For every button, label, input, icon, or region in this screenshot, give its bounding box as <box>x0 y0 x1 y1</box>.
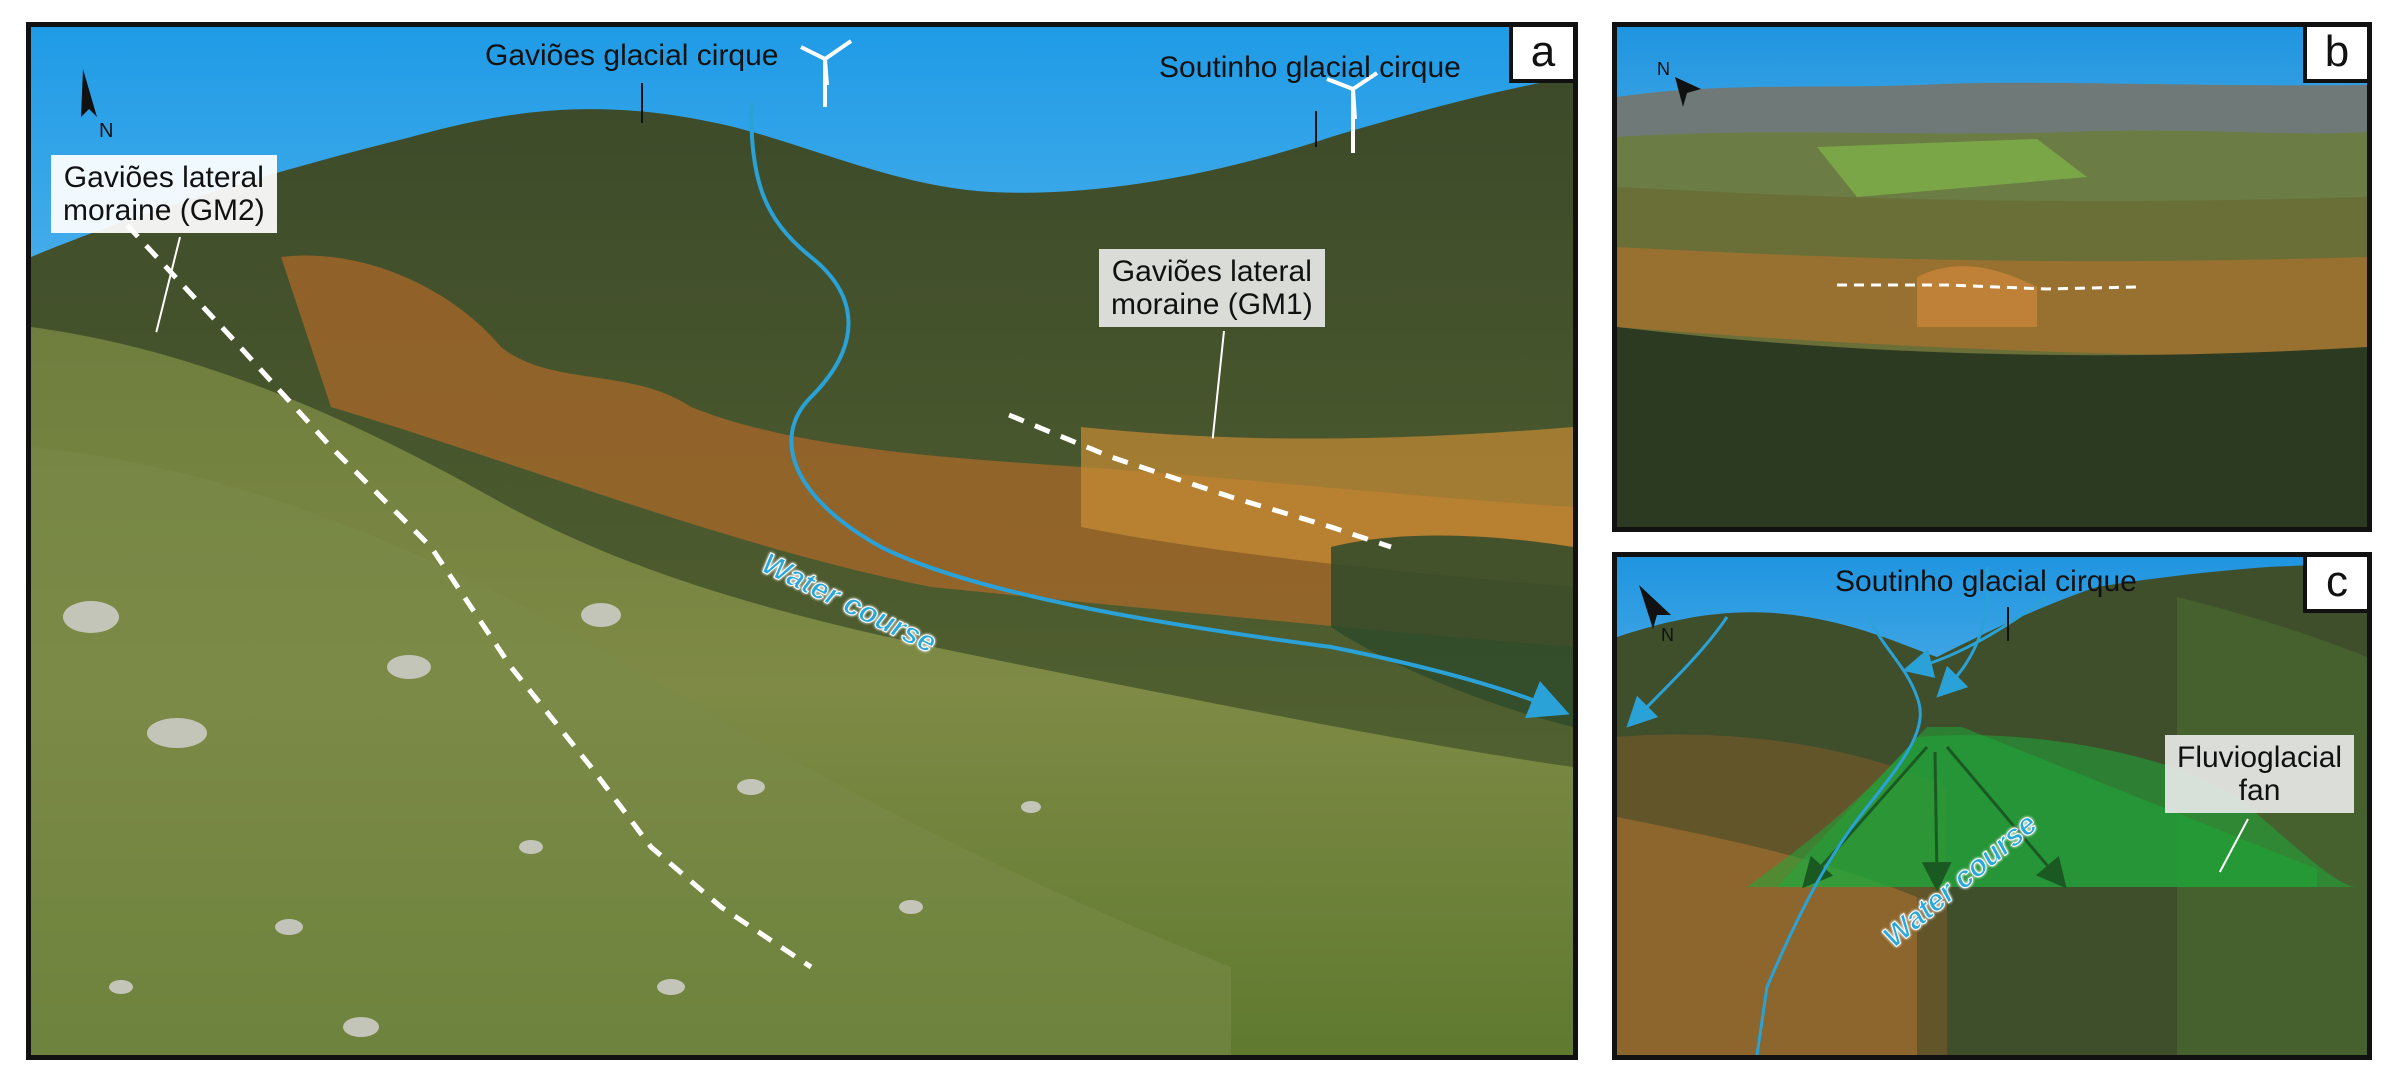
panel-letter: a <box>1509 27 1573 83</box>
gm2-label: Gaviões lateral moraine (GM2) <box>51 155 277 233</box>
wind-turbine-icon <box>800 39 853 107</box>
soutinho-cirque-leader <box>2007 607 2009 641</box>
gavioes-cirque-leader <box>641 83 643 123</box>
gm1-moraine-line <box>1008 412 1392 550</box>
gavioes-cirque-label: Gaviões glacial cirque <box>485 39 779 72</box>
gm1-label: Gaviões lateral moraine (GM1) <box>1099 249 1325 327</box>
soutinho-cirque-leader <box>1315 111 1317 147</box>
panel-a-landscape <box>31 27 1573 1055</box>
north-arrow-icon: N <box>1657 59 1701 107</box>
panel-a-photo: a N Gaviões glacial cirque Soutinho glac… <box>26 22 1578 1060</box>
svg-text:N: N <box>99 120 113 142</box>
wind-turbine-icon <box>1326 71 1379 153</box>
water-course-arrow <box>749 101 1570 719</box>
panel-b-landscape <box>1617 27 2367 527</box>
north-arrow-icon: N <box>81 69 113 142</box>
panel-c-landscape <box>1617 557 2367 1055</box>
panel-letter: c <box>2303 557 2367 613</box>
svg-text:N: N <box>1657 59 1670 79</box>
panel-letter: b <box>2303 27 2367 83</box>
soutinho-cirque-label: Soutinho glacial cirque <box>1835 565 2137 598</box>
moraine-line <box>1837 283 2138 291</box>
fan-label: Fluvioglacial fan <box>2165 735 2355 813</box>
panel-c-photo: c N Soutinho glacial cirque Fluvioglacia… <box>1612 552 2372 1060</box>
gm2-moraine-line <box>125 223 813 970</box>
north-arrow-icon: N <box>1639 585 1674 645</box>
soutinho-cirque-label: Soutinho glacial cirque <box>1159 51 1461 84</box>
panel-b-photo: b N <box>1612 22 2372 532</box>
svg-text:N: N <box>1661 625 1674 645</box>
water-course-arrow <box>1755 616 1922 1055</box>
